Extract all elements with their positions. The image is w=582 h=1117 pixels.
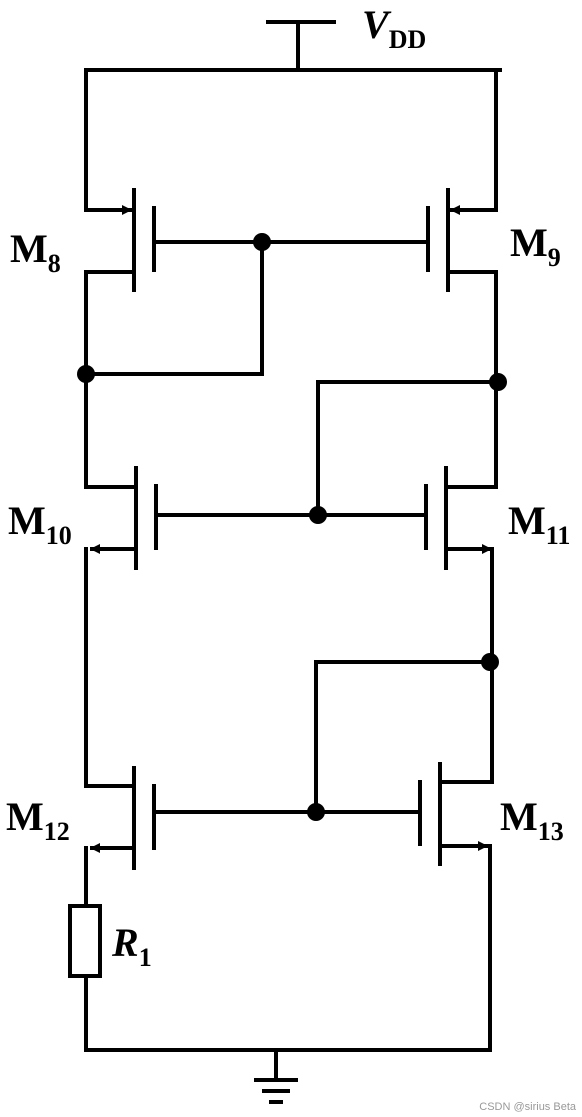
- transistor-m9: [426, 188, 498, 292]
- m13-label: M13: [500, 794, 564, 846]
- transistor-m12: [84, 766, 156, 870]
- vdd-supply: [266, 20, 336, 72]
- watermark-text: CSDN @sirius Beta: [479, 1101, 576, 1113]
- r1-label: R1: [111, 920, 152, 972]
- node-nmos-lower-gate: [307, 803, 325, 821]
- node-m8-drain: [77, 365, 95, 383]
- transistor-m11: [424, 466, 498, 570]
- m9-label: M9: [510, 220, 561, 272]
- transistor-m8: [84, 188, 156, 292]
- node-nmos-upper-gate: [309, 506, 327, 524]
- vdd-label: VDD: [362, 2, 426, 54]
- m10-label: M10: [8, 498, 72, 550]
- m12-label: M12: [6, 794, 70, 846]
- resistor-r1: [68, 904, 102, 978]
- transistor-m10: [84, 466, 158, 570]
- ground-symbol: [254, 1048, 298, 1104]
- m11-label: M11: [508, 498, 570, 550]
- m8-label: M8: [10, 226, 61, 278]
- transistor-m13: [418, 762, 494, 866]
